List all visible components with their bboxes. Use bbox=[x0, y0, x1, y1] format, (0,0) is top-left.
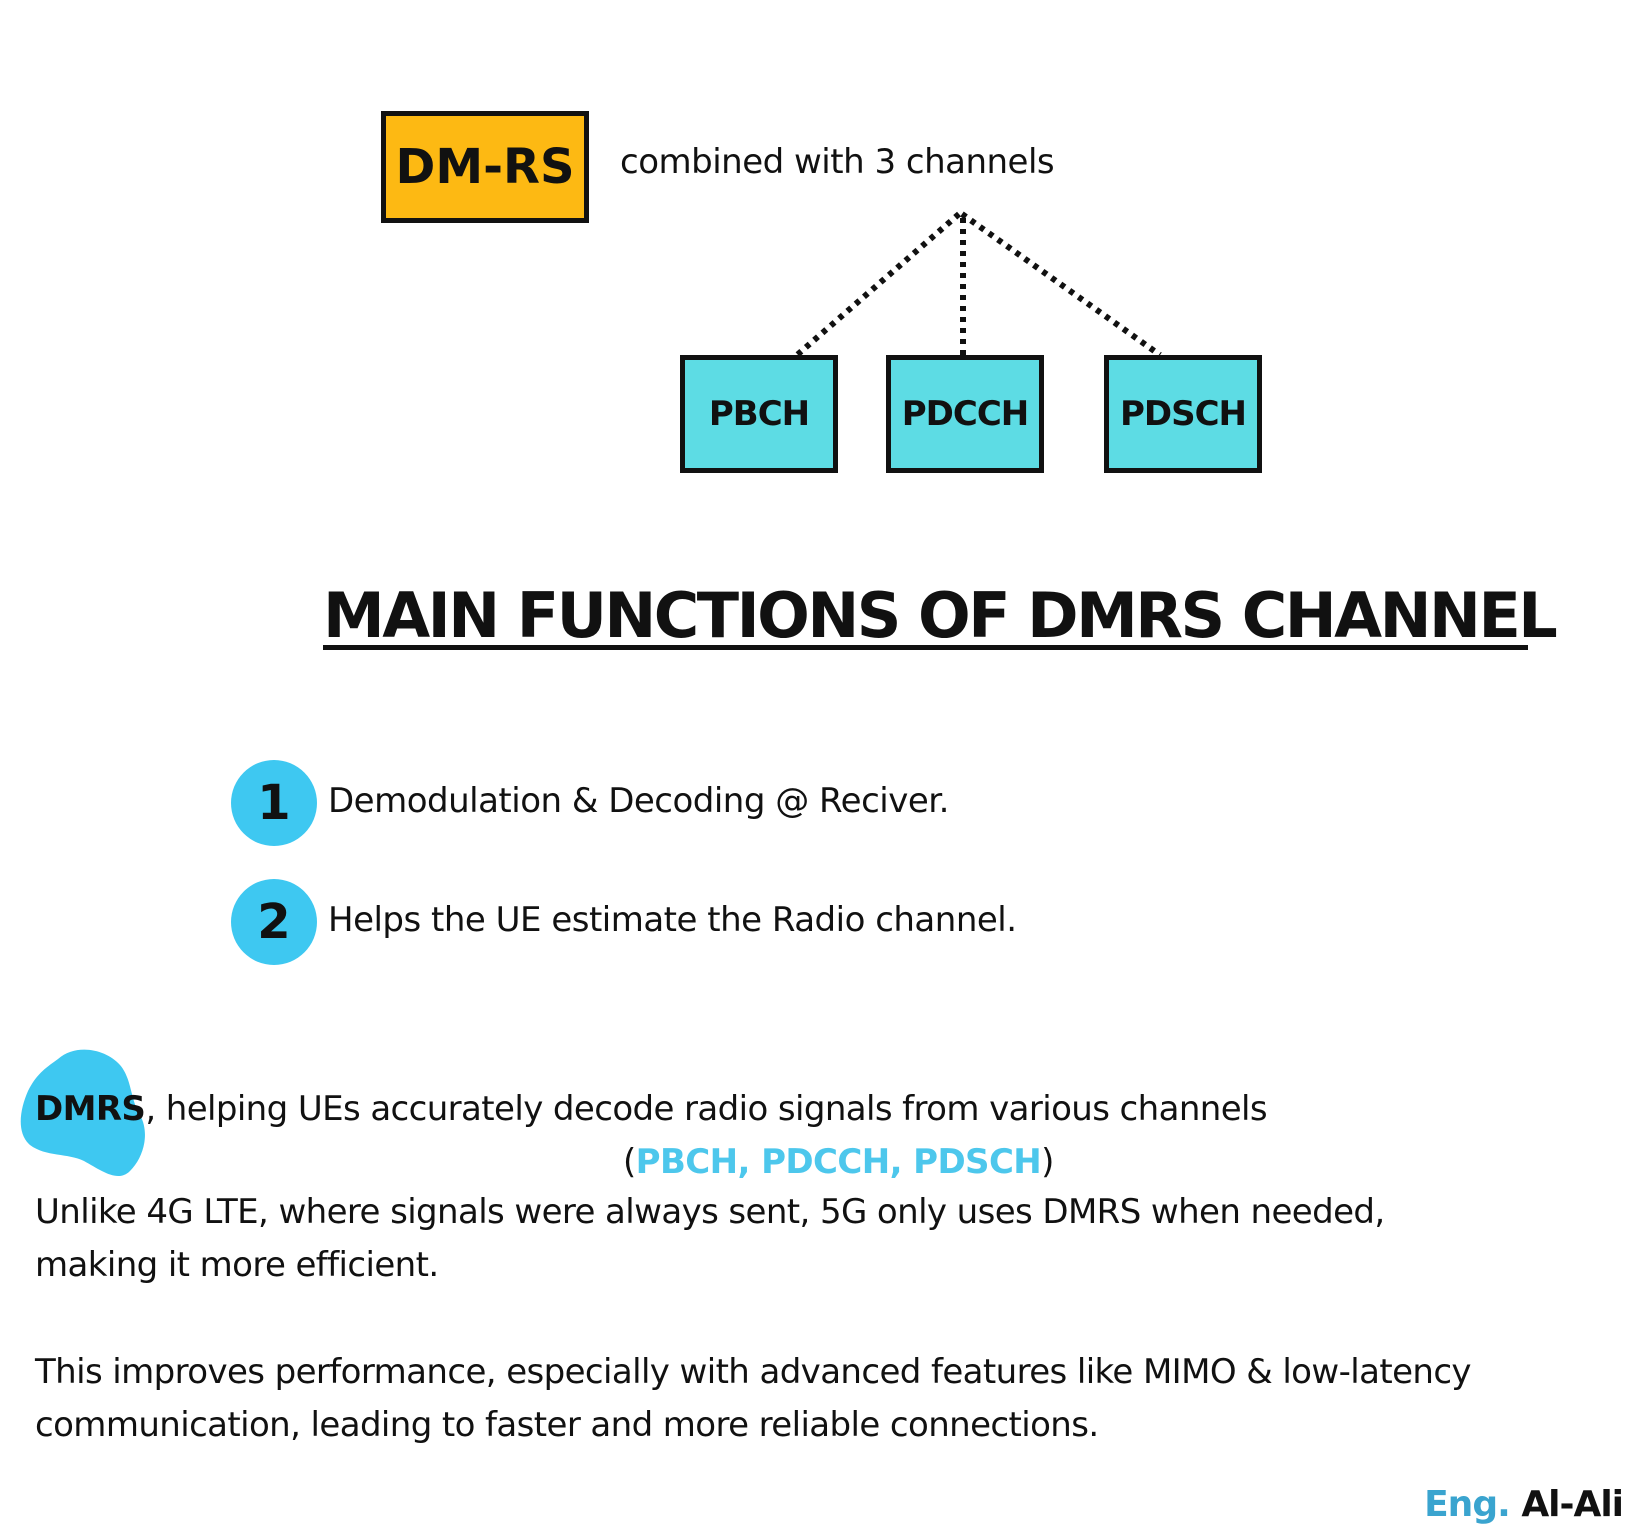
channel-list: (PBCH, PDCCH, PDSCH) bbox=[623, 1142, 1054, 1182]
title-underline bbox=[323, 645, 1528, 650]
performance-line-2: communication, leading to faster and mor… bbox=[35, 1405, 1099, 1445]
channel-box-pdcch: PDCCH bbox=[886, 355, 1044, 473]
function-item-2: Helps the UE estimate the Radio channel. bbox=[328, 900, 1017, 940]
dmrs-description: DMRS, helping UEs accurately decode radi… bbox=[35, 1089, 1268, 1129]
dmrs-root-box: DM-RS bbox=[381, 111, 589, 223]
credit-prefix: Eng. bbox=[1424, 1484, 1511, 1525]
connector-pdsch bbox=[960, 211, 1162, 358]
connector-pbch bbox=[795, 211, 961, 358]
number-badge-1: 1 bbox=[231, 760, 317, 846]
paren-close: ) bbox=[1041, 1142, 1054, 1182]
channel-box-pdsch: PDSCH bbox=[1104, 355, 1262, 473]
channel-box-pbch: PBCH bbox=[680, 355, 838, 473]
section-title: MAIN FUNCTIONS OF DMRS CHANNEL bbox=[323, 579, 1558, 652]
lte-comparison-line-2: making it more efficient. bbox=[35, 1245, 439, 1285]
dmrs-description-text: , helping UEs accurately decode radio si… bbox=[145, 1089, 1268, 1129]
author-credit: Eng. Al-Ali bbox=[1424, 1484, 1624, 1525]
number-badge-2: 2 bbox=[231, 879, 317, 965]
dmrs-root-label: DM-RS bbox=[395, 139, 575, 195]
credit-name: Al-Ali bbox=[1521, 1484, 1624, 1525]
paren-open: ( bbox=[623, 1142, 636, 1182]
number-badge-label: 2 bbox=[257, 894, 291, 950]
dmrs-highlight-word: DMRS bbox=[35, 1089, 146, 1129]
channel-list-text: PBCH, PDCCH, PDSCH bbox=[635, 1142, 1042, 1182]
channel-label: PDSCH bbox=[1119, 394, 1247, 434]
number-badge-label: 1 bbox=[257, 775, 291, 831]
function-item-1: Demodulation & Decoding @ Reciver. bbox=[328, 781, 949, 821]
channel-label: PBCH bbox=[708, 394, 810, 434]
channel-label: PDCCH bbox=[901, 394, 1030, 434]
performance-line-1: This improves performance, especially wi… bbox=[35, 1352, 1472, 1392]
lte-comparison-line-1: Unlike 4G LTE, where signals were always… bbox=[35, 1192, 1385, 1232]
root-caption: combined with 3 channels bbox=[620, 142, 1055, 182]
highlight-blob bbox=[20, 1049, 145, 1177]
